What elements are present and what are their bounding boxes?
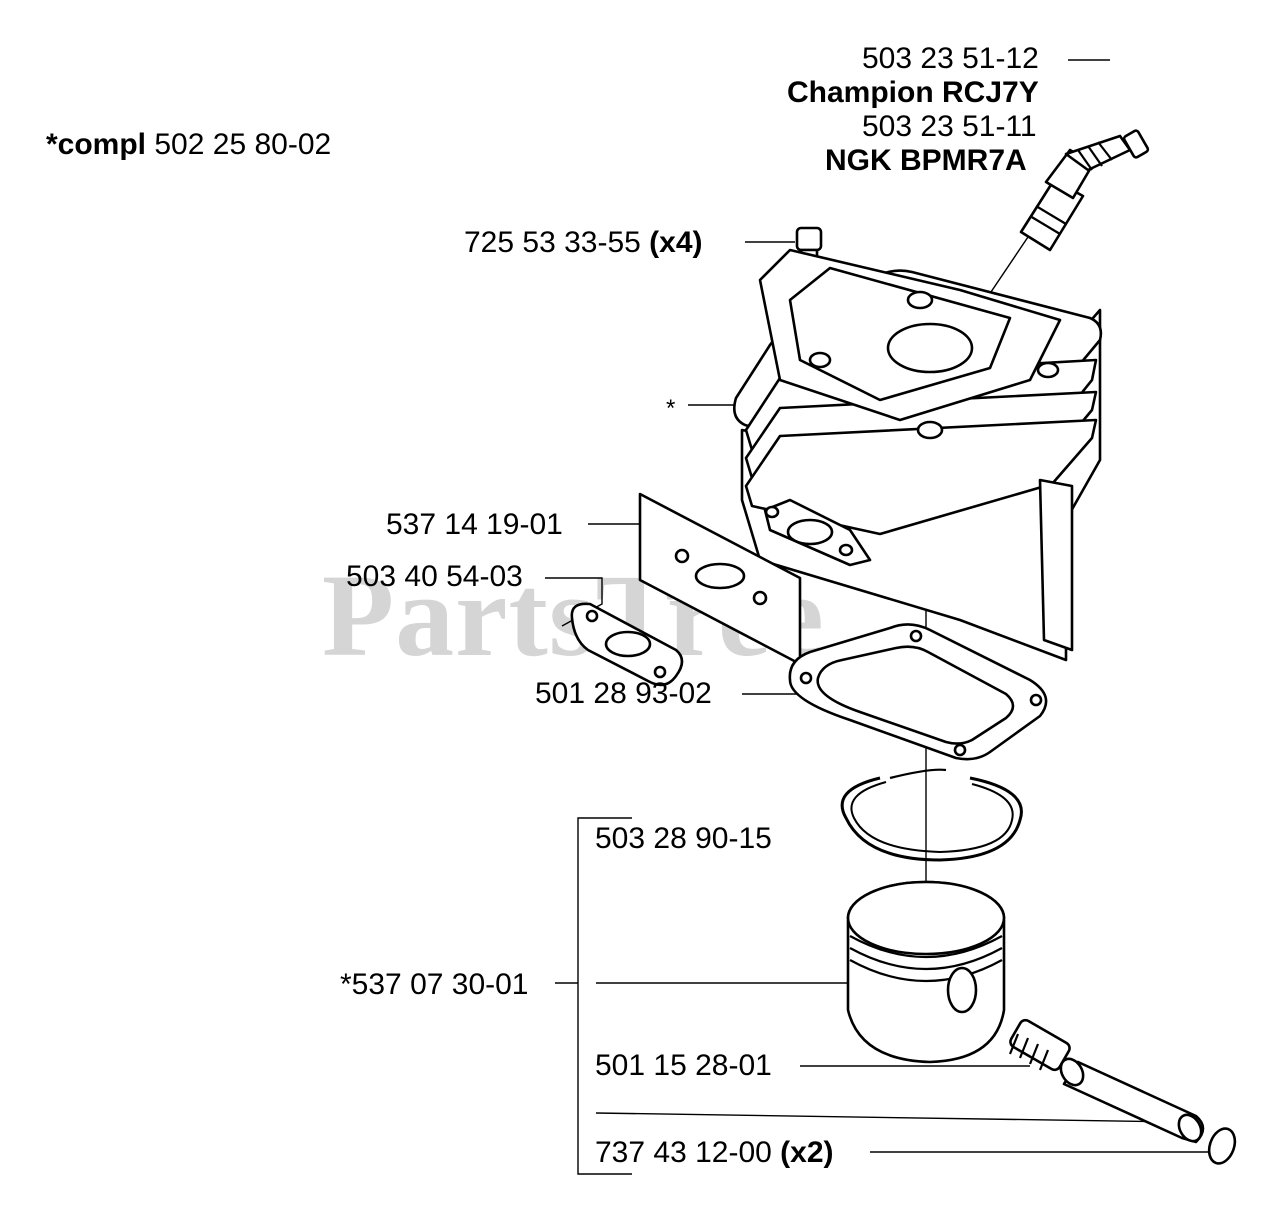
screw-quantity: (x4) [649,226,703,259]
spark-plug-b-part-number: 503 23 51-11 [862,110,1037,143]
circlip-label: 737 43 12-00 (x2) [595,1136,834,1170]
gasket-plate-part-number: 537 14 19-01 [386,508,563,541]
spark-plug-a-part-number: 503 23 51-12 [862,42,1039,75]
piston-ring-icon [840,768,1023,862]
complete-part-number: 502 25 80-02 [154,128,332,161]
complete-prefix: *compl [46,128,147,161]
cylinder-marker: * [666,395,676,422]
spark-plug-a-name: Champion RCJ7Y [787,76,1039,109]
screw-label: 725 53 33-55 (x4) [464,226,703,260]
piston-part-number: *537 07 30-01 [340,968,529,1001]
needle-bearing-part-number: 501 15 28-01 [595,1049,772,1082]
circlip-part-number: 737 43 12-00 [595,1136,772,1169]
screw-part-number: 725 53 33-55 [464,226,641,259]
piston-icon [846,880,1006,1064]
circlip-icon [1207,1127,1237,1165]
base-gasket-icon [788,623,1048,761]
base-gasket-part-number: 501 28 93-02 [535,677,712,710]
piston-pin-icon [1059,1057,1205,1144]
gasket-plate-icon [638,492,802,666]
complete-assembly-label: *compl 502 25 80-02 [46,128,331,162]
spark-plug-b-name: NGK BPMR7A [825,144,1027,177]
piston-ring-part-number: 503 28 90-15 [595,822,772,855]
cylinder-icon [733,248,1103,662]
muffler-gasket-part-number: 503 40 54-03 [346,560,523,593]
muffler-gasket-icon [570,602,684,687]
spark-plug-icon [1019,129,1150,252]
circlip-quantity: (x2) [780,1136,834,1169]
